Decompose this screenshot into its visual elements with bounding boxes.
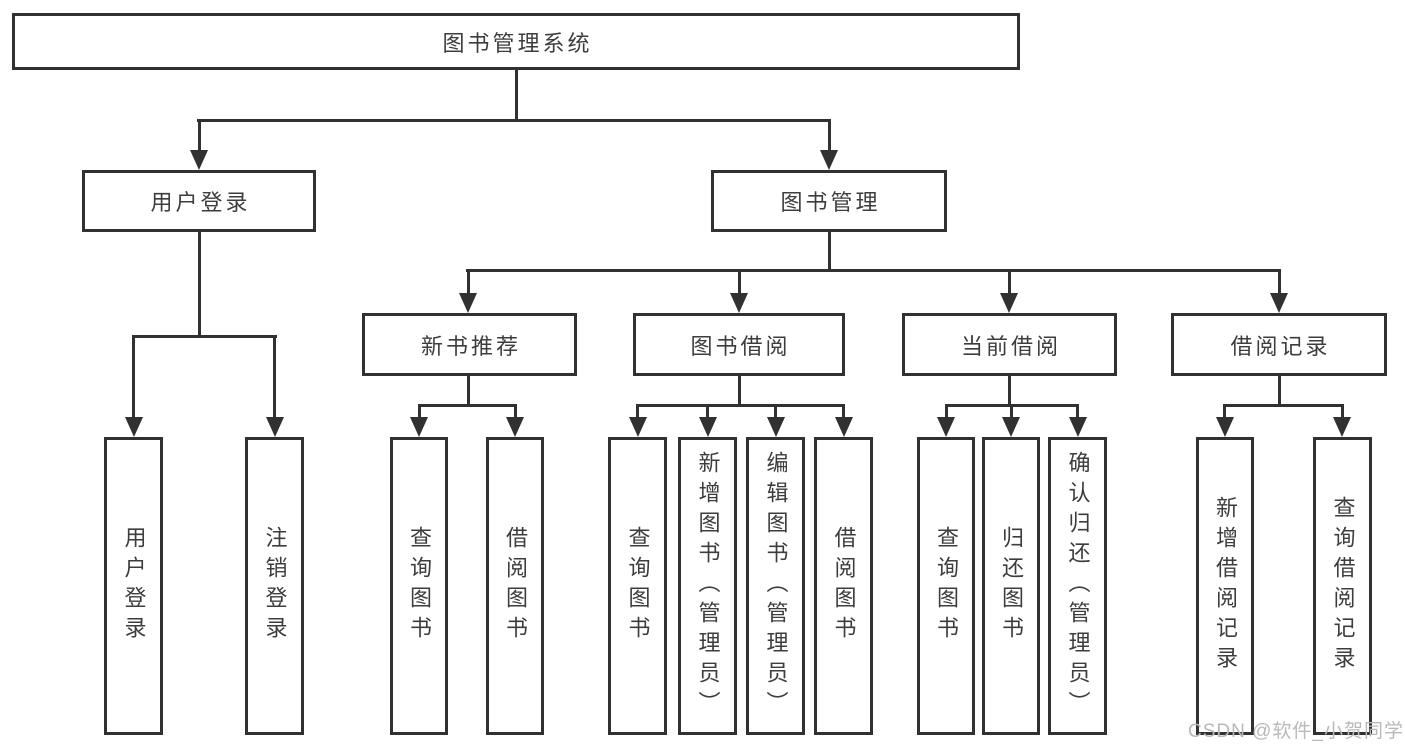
connector-line	[467, 376, 470, 405]
leaf-bb-add-book-admin: 新增图书（管理员）	[678, 437, 737, 735]
watermark: CSDN @软件_小贺同学	[1188, 721, 1404, 742]
node-book-borrowing: 图书借阅	[633, 313, 845, 376]
arrowhead-icon	[410, 417, 428, 437]
connector-line	[1223, 404, 1344, 407]
leaf-logout: 注销登录	[245, 437, 304, 735]
connector-line	[706, 404, 709, 418]
leaf-user-login: 用户登录	[104, 437, 163, 735]
node-book-management: 图书管理	[711, 170, 947, 232]
connector-line	[198, 232, 201, 336]
connector-line	[273, 335, 276, 417]
connector-line	[197, 119, 831, 122]
leaf-bb-edit-book-admin: 编辑图书（管理员）	[746, 437, 805, 735]
arrowhead-icon	[820, 150, 838, 170]
connector-line	[842, 404, 845, 418]
connector-line	[828, 232, 831, 270]
arrowhead-icon	[835, 417, 853, 437]
connector-line	[774, 404, 777, 418]
connector-line	[945, 404, 948, 418]
leaf-rec-query-book: 查询图书	[390, 437, 448, 735]
connector-line	[514, 404, 517, 418]
connector-line	[1008, 376, 1011, 405]
leaf-bb-query-book: 查询图书	[608, 437, 667, 735]
arrowhead-icon	[1069, 417, 1087, 437]
arrowhead-icon	[1270, 293, 1288, 313]
connector-line	[418, 404, 517, 407]
arrowhead-icon	[1333, 417, 1351, 437]
leaf-rec-borrow-book: 借阅图书	[486, 437, 544, 735]
arrowhead-icon	[1002, 417, 1020, 437]
connector-line	[636, 404, 845, 407]
leaf-cb-query-book: 查询图书	[917, 437, 975, 735]
connector-line	[738, 269, 741, 293]
connector-line	[198, 119, 201, 151]
connector-line	[1341, 404, 1344, 418]
node-user-login: 用户登录	[82, 170, 316, 232]
connector-line	[1278, 376, 1281, 405]
connector-line	[418, 404, 421, 418]
node-new-book-recommendation: 新书推荐	[362, 313, 577, 376]
arrowhead-icon	[937, 417, 955, 437]
node-borrowing-records: 借阅记录	[1171, 313, 1387, 376]
leaf-cb-confirm-return-admin: 确认归还（管理员）	[1048, 437, 1107, 735]
leaf-br-query-record: 查询借阅记录	[1313, 437, 1372, 735]
connector-line	[738, 376, 741, 405]
arrowhead-icon	[190, 150, 208, 170]
connector-line	[467, 269, 470, 293]
connector-line	[1278, 269, 1281, 293]
arrowhead-icon	[629, 417, 647, 437]
arrowhead-icon	[730, 293, 748, 313]
leaf-br-add-record: 新增借阅记录	[1196, 437, 1254, 735]
arrowhead-icon	[699, 417, 717, 437]
connector-line	[1223, 404, 1226, 418]
connector-line	[132, 335, 135, 417]
leaf-cb-return-book: 归还图书	[982, 437, 1040, 735]
connector-line	[515, 70, 518, 119]
arrowhead-icon	[459, 293, 477, 313]
connector-line	[1008, 269, 1011, 293]
connector-line	[466, 269, 1281, 272]
connector-line	[1076, 404, 1079, 418]
node-current-borrowing: 当前借阅	[902, 313, 1117, 376]
arrowhead-icon	[506, 417, 524, 437]
arrowhead-icon	[125, 417, 143, 437]
arrowhead-icon	[266, 417, 284, 437]
connector-line	[828, 119, 831, 151]
connector-line	[636, 404, 639, 418]
connector-line	[132, 335, 277, 338]
leaf-bb-borrow-book: 借阅图书	[814, 437, 873, 735]
arrowhead-icon	[1000, 293, 1018, 313]
arrowhead-icon	[1216, 417, 1234, 437]
arrowhead-icon	[767, 417, 785, 437]
node-library-management-system: 图书管理系统	[12, 13, 1020, 70]
connector-line	[1010, 404, 1013, 418]
